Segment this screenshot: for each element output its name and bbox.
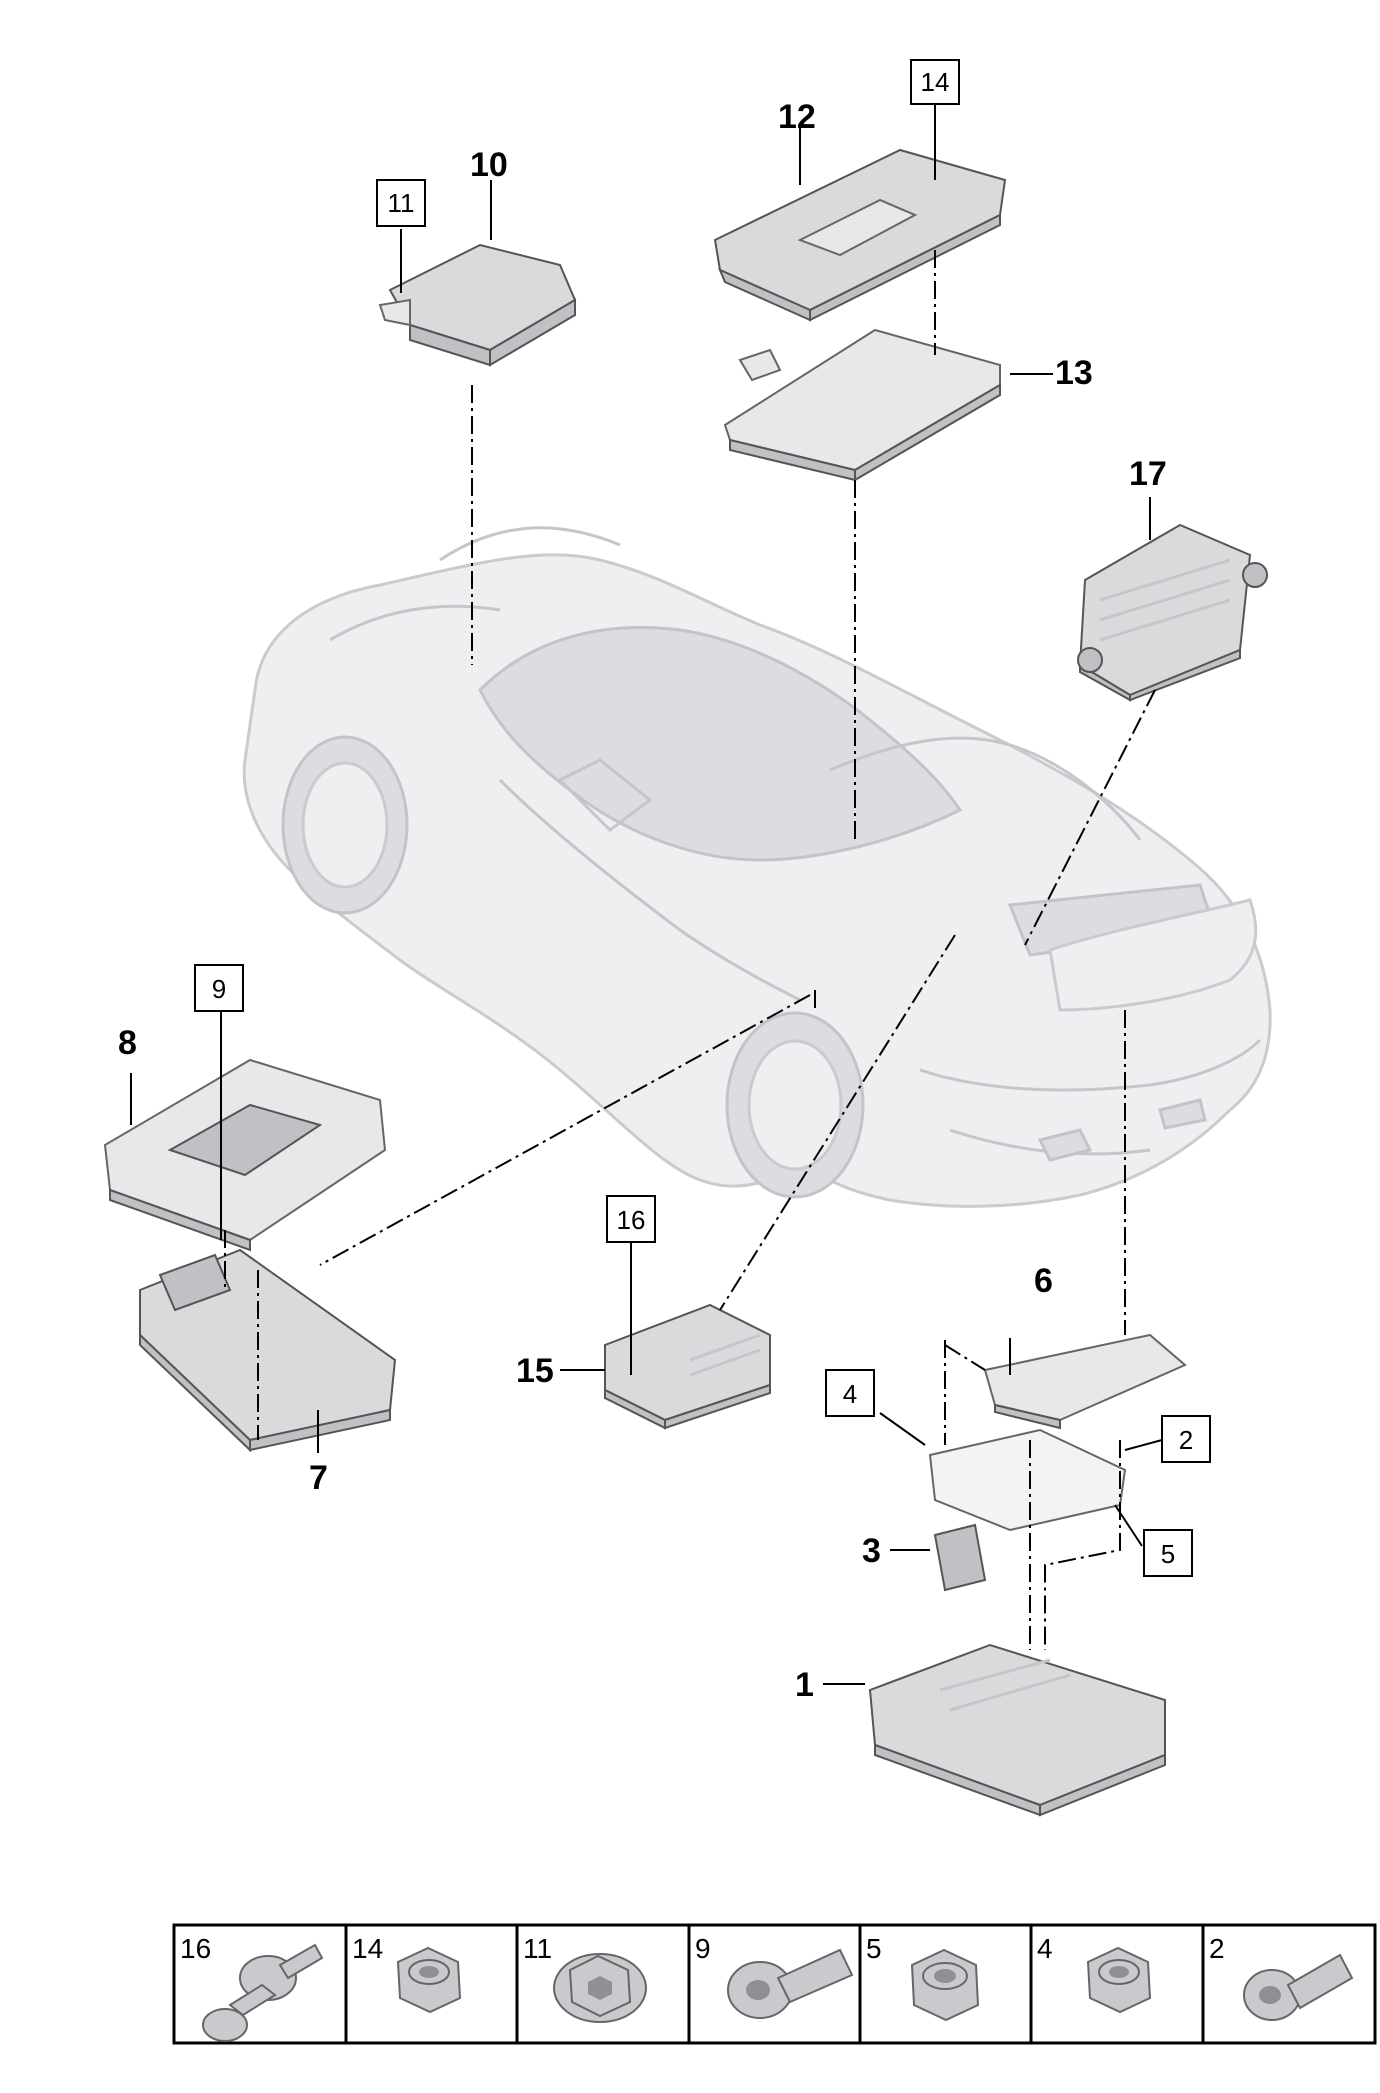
boxed-callout-9: 9 [194,964,244,1012]
hardware-number: 9 [695,1933,711,1964]
part-12-control-unit [713,148,1007,322]
torx-screw-icon [1243,1953,1354,2021]
callout-12: 12 [778,98,816,136]
hardware-number: 2 [1209,1933,1225,1964]
part-8-bracket [103,1058,387,1252]
boxed-callouts: 11 14 9 16 4 2 5 [194,59,1211,1577]
callout-1: 1 [795,1666,814,1704]
callout-6: 6 [1034,1262,1053,1300]
boxed-callout-16: 16 [606,1195,656,1243]
svg-text:11: 11 [388,188,415,218]
callout-17: 17 [1129,455,1167,493]
hardware-cell-9: 9 [695,1933,854,2019]
hardware-cell-14: 14 [352,1933,462,2014]
hardware-cell-2: 2 [1209,1933,1354,2021]
hardware-number: 5 [866,1933,882,1964]
part-17-control-unit [1077,523,1268,702]
part-7-control-unit [139,1248,397,1453]
dash-dot-lines [224,250,1156,1650]
hardware-number: 11 [523,1933,552,1964]
svg-text:14: 14 [921,67,950,97]
part-6-cover [983,1333,1187,1430]
svg-text:9: 9 [212,974,226,1004]
callout-numbers: 10 12 13 17 8 7 15 6 3 1 [118,98,1167,1704]
hardware-cell-11: 11 [523,1933,647,2023]
boxed-callout-14: 14 [910,59,960,105]
hardware-number: 16 [180,1933,211,1964]
part-15-control-unit [604,1303,771,1430]
part-3-bracket [928,1428,1127,1592]
callout-10: 10 [470,146,508,184]
part-1-control-unit [868,1643,1166,1817]
callout-7: 7 [309,1459,328,1497]
part-13-bracket [723,328,1001,482]
car-illustration [242,526,1272,1208]
push-rivet-icon [202,1943,324,2042]
svg-text:5: 5 [1161,1539,1175,1569]
torx-screw-icon [727,1948,854,2019]
svg-text:16: 16 [617,1205,646,1235]
part-10-control-unit [378,243,577,367]
hex-nut-icon [910,1948,980,2022]
hex-nut-icon [553,1953,647,2023]
callout-13: 13 [1055,354,1093,392]
hardware-cell-5: 5 [866,1933,980,2022]
callout-8: 8 [118,1024,137,1062]
boxed-callout-5: 5 [1143,1529,1193,1577]
svg-text:2: 2 [1179,1425,1193,1455]
boxed-callout-4: 4 [825,1369,875,1417]
callout-15: 15 [516,1352,554,1390]
svg-text:4: 4 [843,1379,857,1409]
hardware-cell-16: 16 [180,1933,324,2042]
hardware-number: 14 [352,1933,383,1964]
boxed-callout-11: 11 [376,179,426,227]
hardware-number: 4 [1037,1933,1053,1964]
callout-leaders [130,103,1163,1685]
hex-nut-icon [1086,1946,1152,2014]
hardware-table: 16 14 11 [172,1923,1377,2045]
hardware-cell-4: 4 [1037,1933,1152,2014]
boxed-callout-2: 2 [1161,1415,1211,1463]
hex-nut-icon [396,1946,462,2014]
callout-3: 3 [862,1532,881,1570]
